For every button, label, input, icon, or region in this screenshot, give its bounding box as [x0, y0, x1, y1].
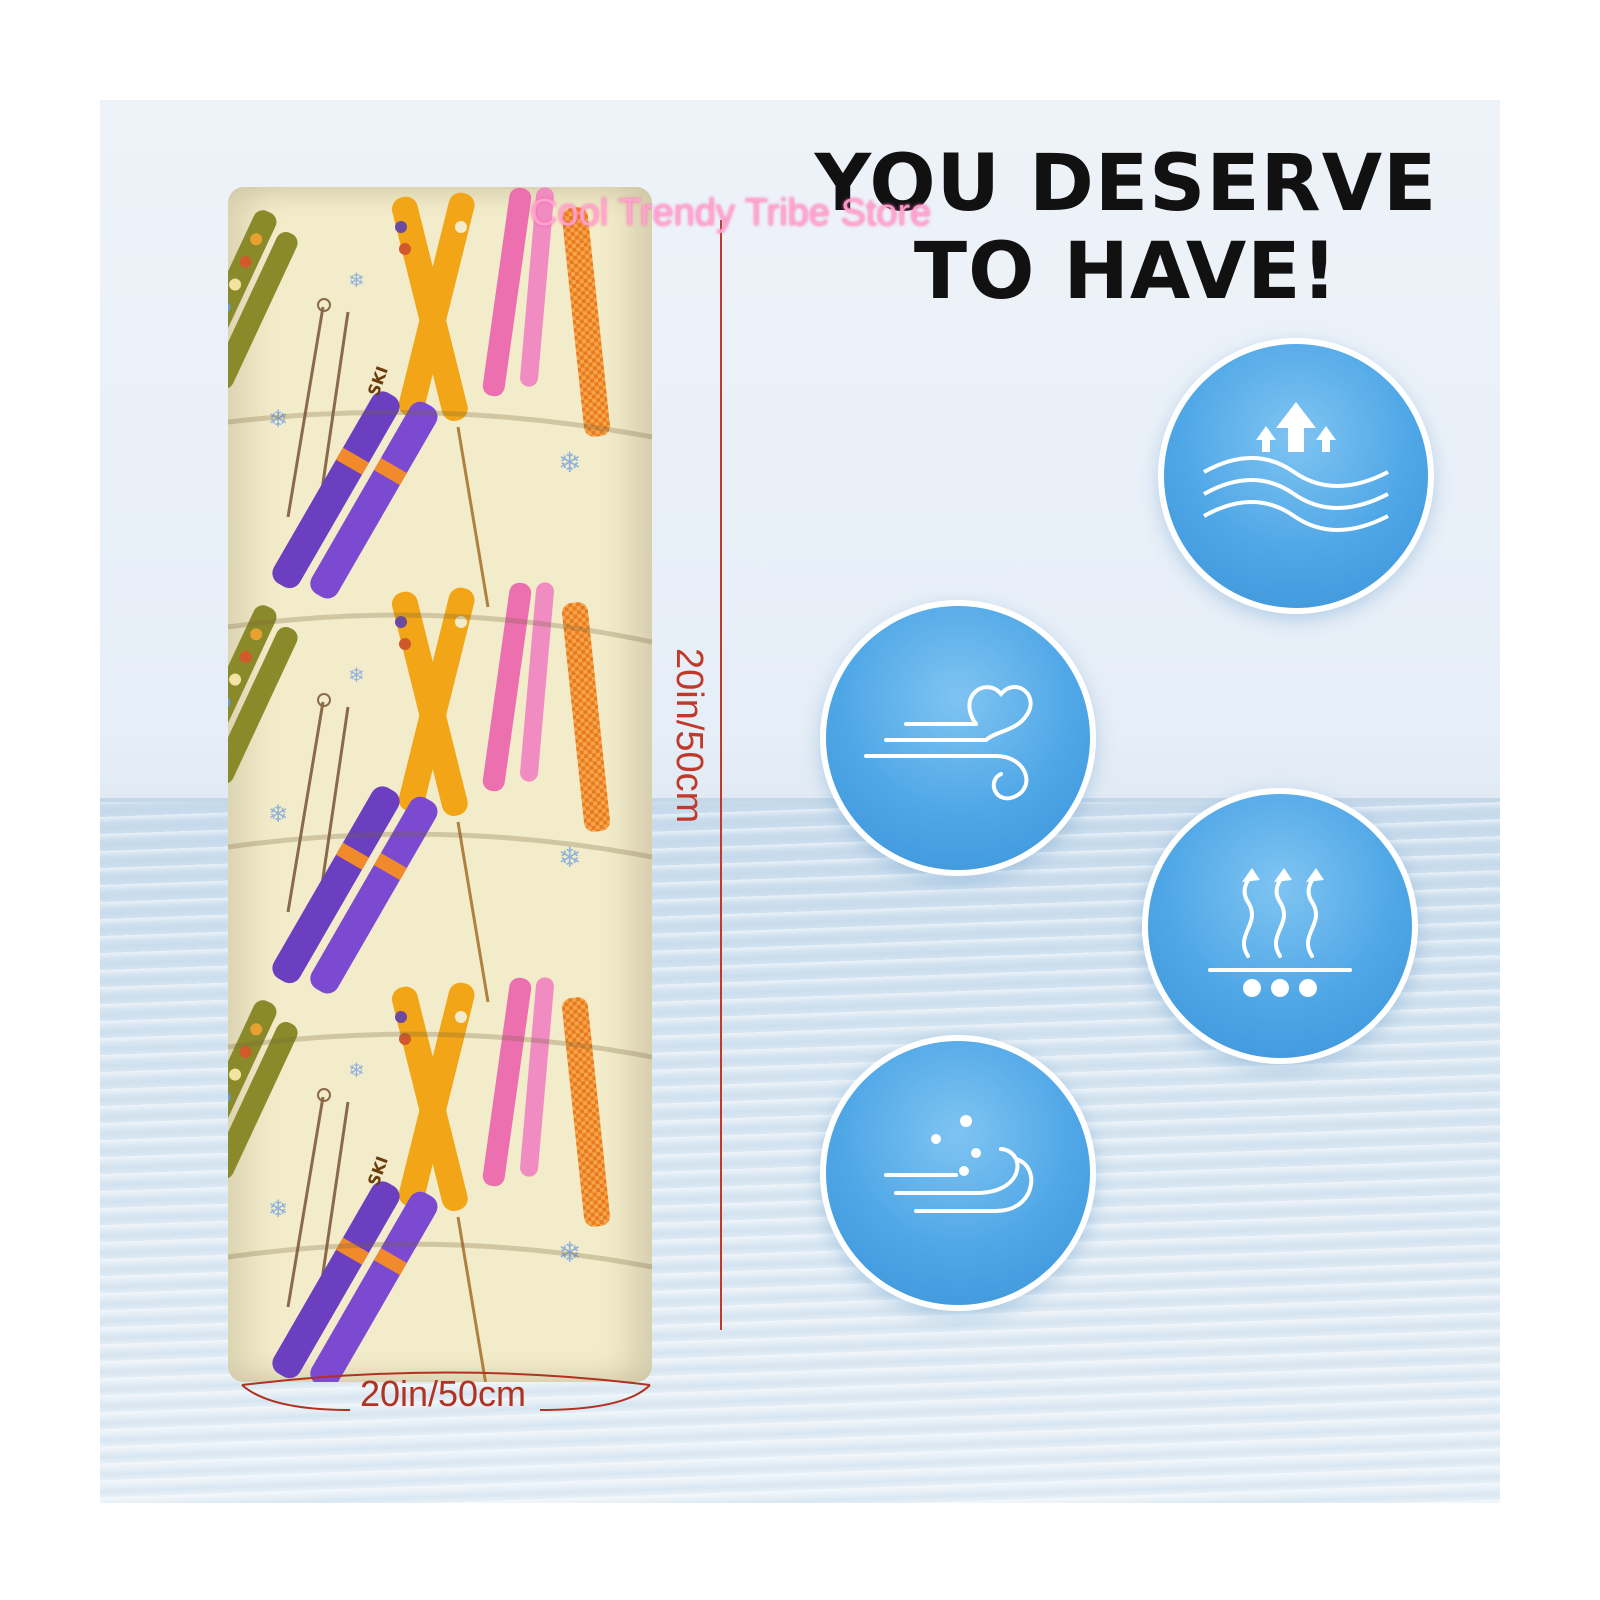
- breathable-badge: [820, 600, 1096, 876]
- height-dimension-line: [720, 220, 722, 1330]
- quick-dry-icon: [884, 1115, 1034, 1213]
- neck-gaiter-tube: ❄ ❄ ❄ SKI SKI: [228, 187, 652, 1382]
- moisture-wicking-icon: [1203, 402, 1389, 532]
- height-dimension-label: 20in/50cm: [668, 648, 710, 824]
- circumference-arrow: [241, 1371, 651, 1411]
- headline-line-1: YOU DESERVE: [814, 139, 1438, 229]
- circumference-label: 20in/50cm: [359, 1373, 527, 1414]
- svg-text:❄: ❄: [348, 268, 365, 292]
- headline-line-2: TO HAVE!: [913, 227, 1339, 317]
- headline: YOU DESERVE TO HAVE!: [786, 140, 1466, 316]
- horizon-line: [100, 798, 1500, 802]
- store-watermark: Cool Trendy Tribe Store: [530, 192, 932, 234]
- breathable-wind-icon: [864, 685, 1033, 801]
- product-panel: ❄ ❄ ❄ SKI SKI 20in/50cm 20in/50cm: [100, 100, 1500, 1503]
- quick-dry-badge: [820, 1035, 1096, 1311]
- moisture-wicking-badge: [1158, 338, 1434, 614]
- svg-text:❄: ❄: [268, 405, 288, 433]
- svg-text:❄: ❄: [558, 446, 581, 479]
- ski-pattern: ❄ ❄ ❄ SKI SKI: [228, 187, 652, 1382]
- heat-dissipation-icon: [1208, 868, 1352, 997]
- heat-dissipation-badge: [1142, 788, 1418, 1064]
